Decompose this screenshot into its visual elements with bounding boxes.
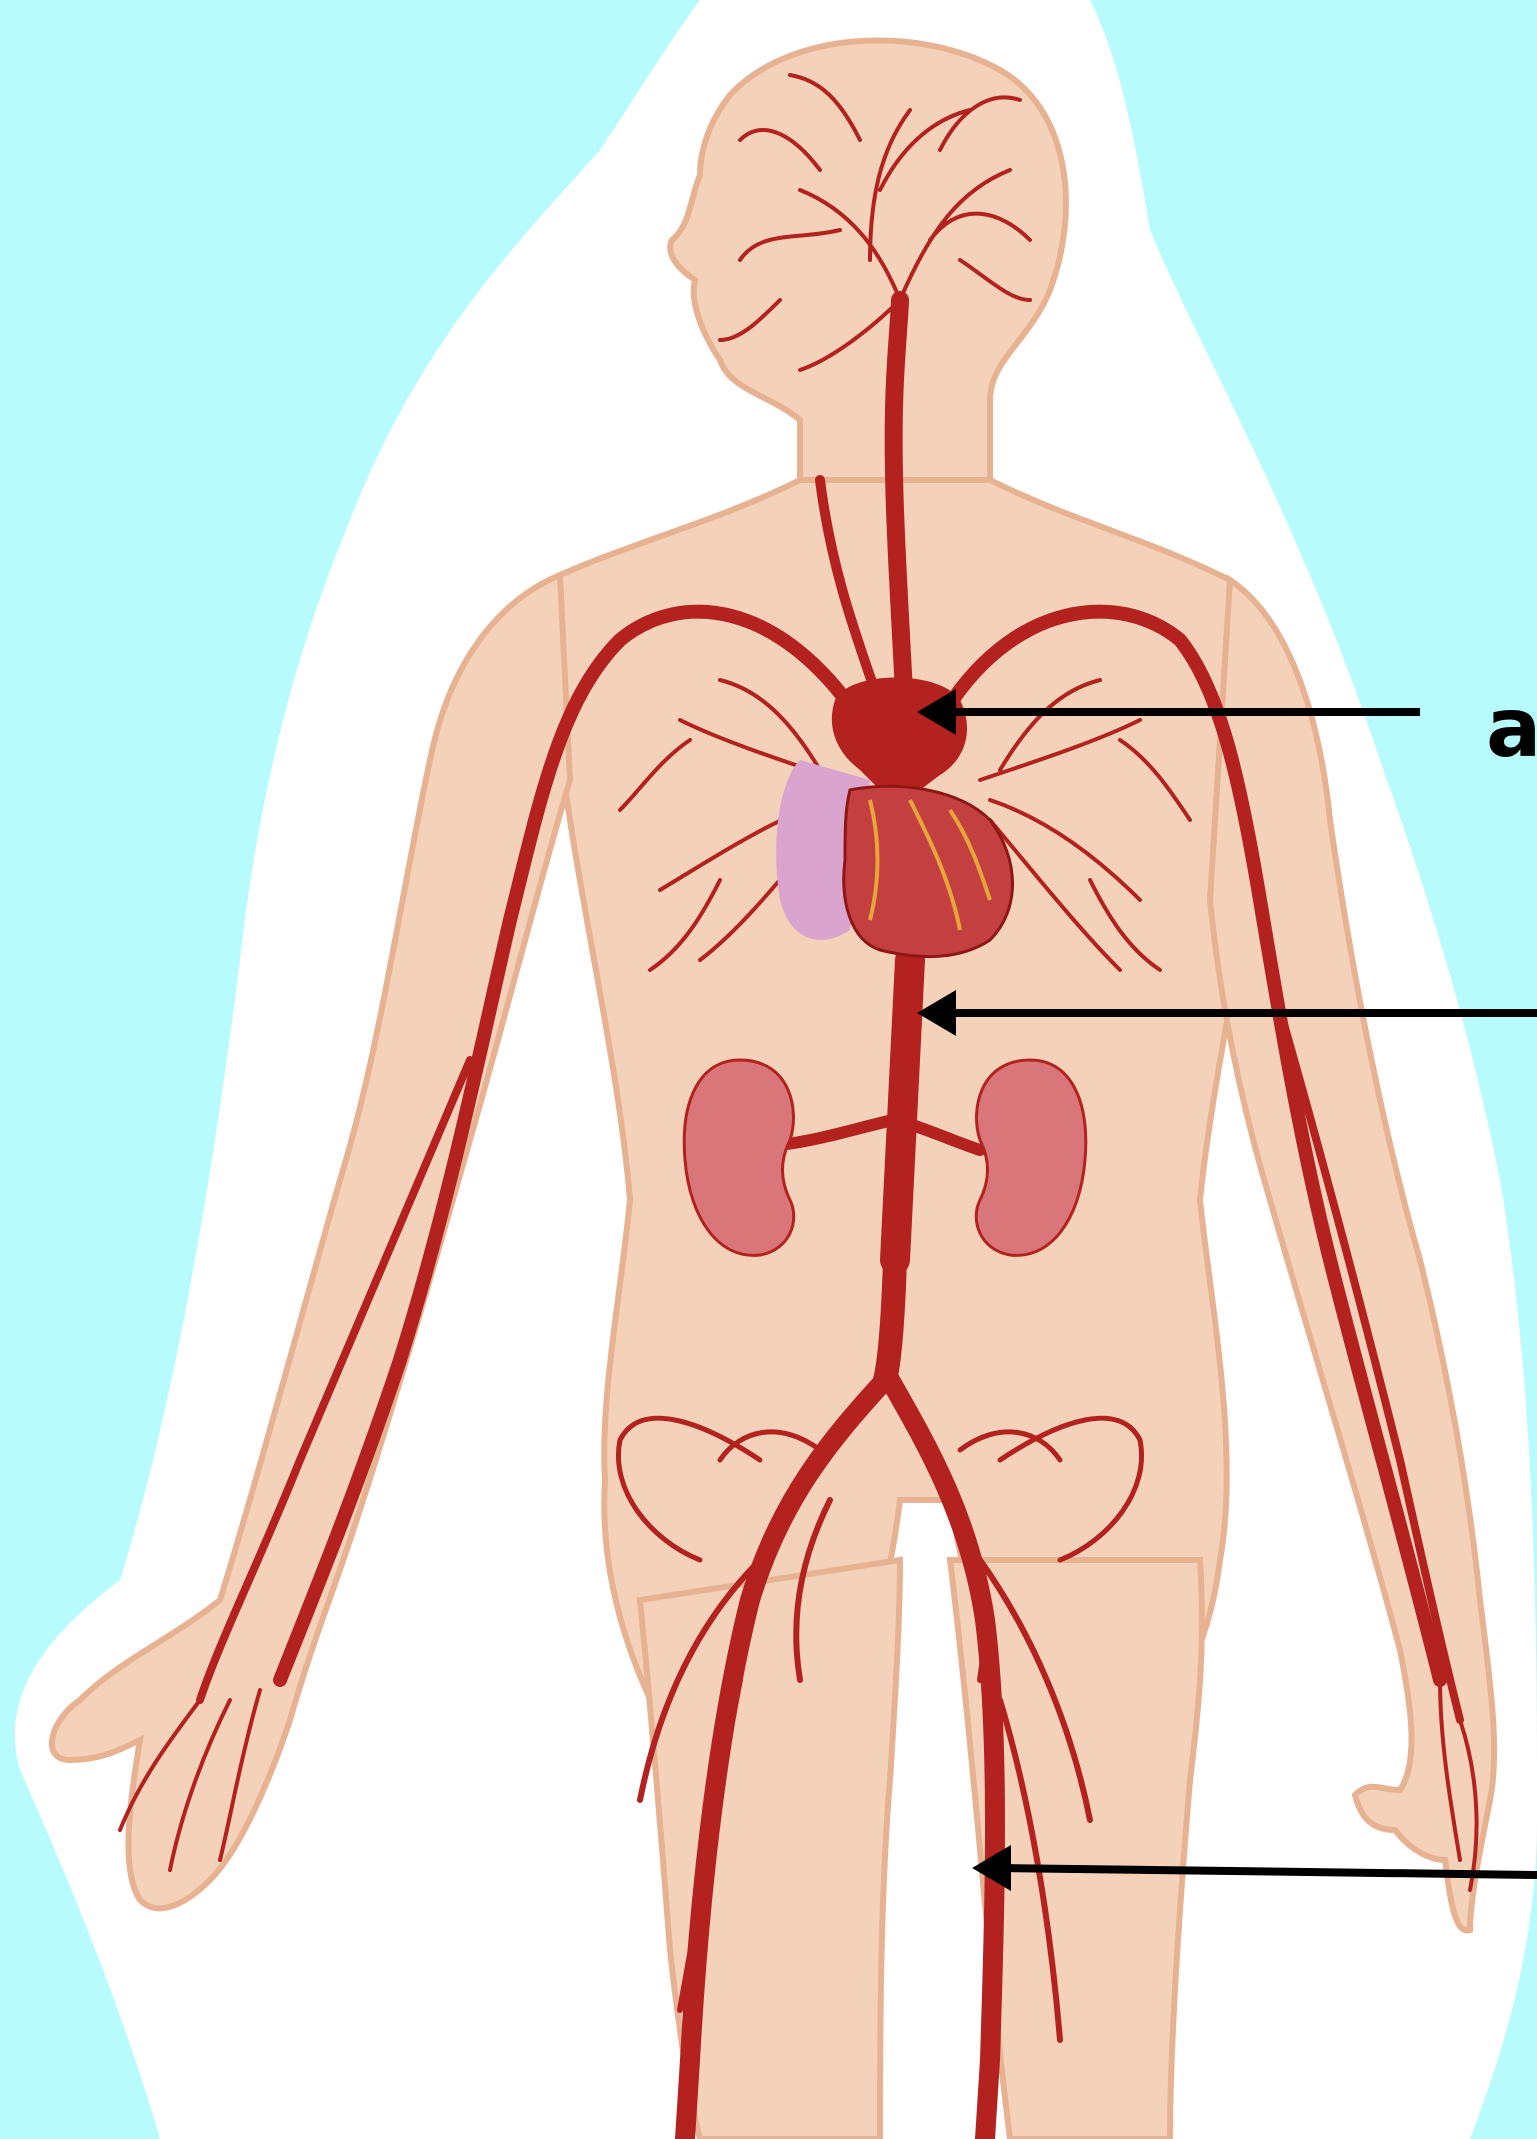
carotid-arteries — [894, 300, 905, 715]
abdominal-aorta — [885, 1260, 895, 1380]
descending-aorta — [895, 960, 910, 1260]
callout-label-a: a — [1486, 688, 1537, 770]
